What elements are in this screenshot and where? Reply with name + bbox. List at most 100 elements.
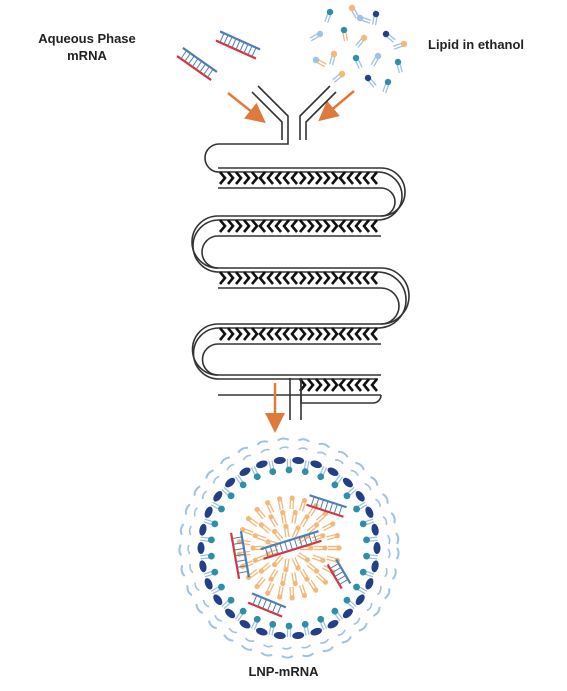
lipid-head: [338, 70, 346, 78]
herringbone-chevron: [354, 171, 362, 185]
herringbone-chevron: [307, 271, 315, 285]
lipid-molecule: [200, 552, 215, 560]
lipid-head: [265, 500, 271, 506]
herringbone-chevron: [346, 327, 354, 341]
lipid-head: [301, 620, 309, 628]
lipid-molecule: [265, 582, 275, 596]
lipid-head: [322, 579, 329, 585]
lipid-head: [250, 545, 256, 551]
lipid-molecule: [355, 34, 368, 48]
helper-lipid-head: [292, 456, 305, 465]
lipid-molecule: [328, 545, 342, 551]
lipid-head: [301, 468, 309, 476]
mrna-base-pair: [334, 571, 344, 577]
lipid-head: [312, 56, 320, 64]
herringbone-chevron: [274, 171, 282, 185]
peg-lipid: [382, 516, 388, 526]
lipid-head: [330, 521, 336, 527]
helper-lipid-head: [310, 627, 323, 636]
lipid-molecule: [289, 586, 295, 601]
helper-lipid-head: [355, 491, 365, 502]
lipid-head: [252, 533, 258, 539]
lipid-molecule: [203, 568, 219, 578]
lipid-head: [211, 568, 219, 576]
herringbone-chevron: [354, 378, 362, 392]
lipid-molecule: [331, 474, 344, 489]
peg-lipid: [202, 599, 210, 608]
herringbone-chevron: [338, 271, 346, 285]
lipid-head: [271, 562, 278, 568]
herringbone-chevron: [315, 327, 323, 341]
lipid-head: [211, 520, 219, 528]
herringbone-chevron: [274, 271, 282, 285]
mrna-helix: [176, 47, 218, 81]
lipid-molecule: [299, 514, 310, 528]
helper-lipid-head: [373, 542, 381, 554]
y-junction-inlet: [251, 85, 337, 140]
lipid-head: [374, 52, 382, 60]
herringbone-chevron: [219, 271, 227, 285]
lipid-molecule: [364, 74, 377, 88]
mrna-base-pair: [235, 559, 247, 563]
helper-lipid-head: [204, 578, 213, 590]
helper-lipid-head: [199, 560, 207, 573]
lipid-molecule: [271, 554, 284, 568]
lipid-head: [304, 514, 310, 520]
lipid-molecule: [306, 562, 320, 574]
mrna-base-pair: [289, 540, 293, 550]
lipid-molecule: [268, 460, 277, 476]
peg-lipid: [297, 438, 310, 443]
lipid-molecule: [394, 58, 403, 74]
lipid-head: [277, 496, 283, 502]
herringbone-chevron: [282, 171, 290, 185]
lipid-molecule: [291, 509, 298, 524]
channel-turn: [380, 267, 410, 325]
peg-lipid: [384, 567, 388, 578]
herringbone-chevron: [219, 327, 227, 341]
herringbone-chevron: [243, 271, 251, 285]
herringbone-chevron: [258, 271, 266, 285]
peg-lipid: [187, 544, 191, 555]
herringbone-chevron: [299, 271, 307, 285]
peg-lipid: [277, 437, 290, 442]
herringbone-chevron: [331, 219, 339, 233]
mrna-base-pair: [236, 565, 248, 568]
helper-lipid-head: [342, 477, 353, 488]
mrna-strand-blue: [182, 47, 218, 73]
mrna-base-pair: [232, 542, 244, 545]
herringbone-chevron: [307, 219, 315, 233]
lipid-molecule: [239, 526, 254, 536]
herringbone-chevron: [235, 219, 243, 233]
channel-turn: [380, 167, 406, 217]
lipid-head: [363, 552, 370, 560]
lipid-molecule: [250, 465, 261, 481]
peg-lipid: [256, 440, 269, 446]
peg-lipid: [207, 620, 217, 630]
aqueous-phase-title: Aqueous Phase: [38, 31, 136, 46]
lipid-head: [330, 50, 338, 58]
herringbone-chevron: [219, 171, 227, 185]
mrna-base-pair: [336, 575, 346, 581]
lipid-head: [292, 509, 298, 516]
herringbone-chevron: [219, 219, 227, 233]
mrna-base-pair: [233, 547, 245, 551]
lipid-head: [227, 596, 235, 604]
lipid-molecule: [352, 54, 363, 69]
lipid-molecule: [200, 536, 215, 544]
lipid-head: [239, 526, 246, 533]
lipid-head: [382, 30, 390, 38]
lipid-molecule: [268, 620, 277, 636]
herringbone-chevron: [346, 271, 354, 285]
mrna-base-pair: [308, 534, 313, 544]
peg-lipid: [180, 564, 186, 577]
peg-lipid: [355, 461, 365, 471]
herringbone-chevron: [346, 219, 354, 233]
herringbone-chevron: [307, 378, 315, 392]
mrna-strand-red: [176, 55, 212, 81]
herringbone-chevron: [290, 219, 298, 233]
mrna-base-pair: [293, 538, 298, 549]
mrna-base-pair: [203, 66, 210, 76]
lipid-molecule: [234, 607, 247, 622]
channel-exit: [300, 378, 382, 404]
lipid-head: [308, 545, 314, 551]
